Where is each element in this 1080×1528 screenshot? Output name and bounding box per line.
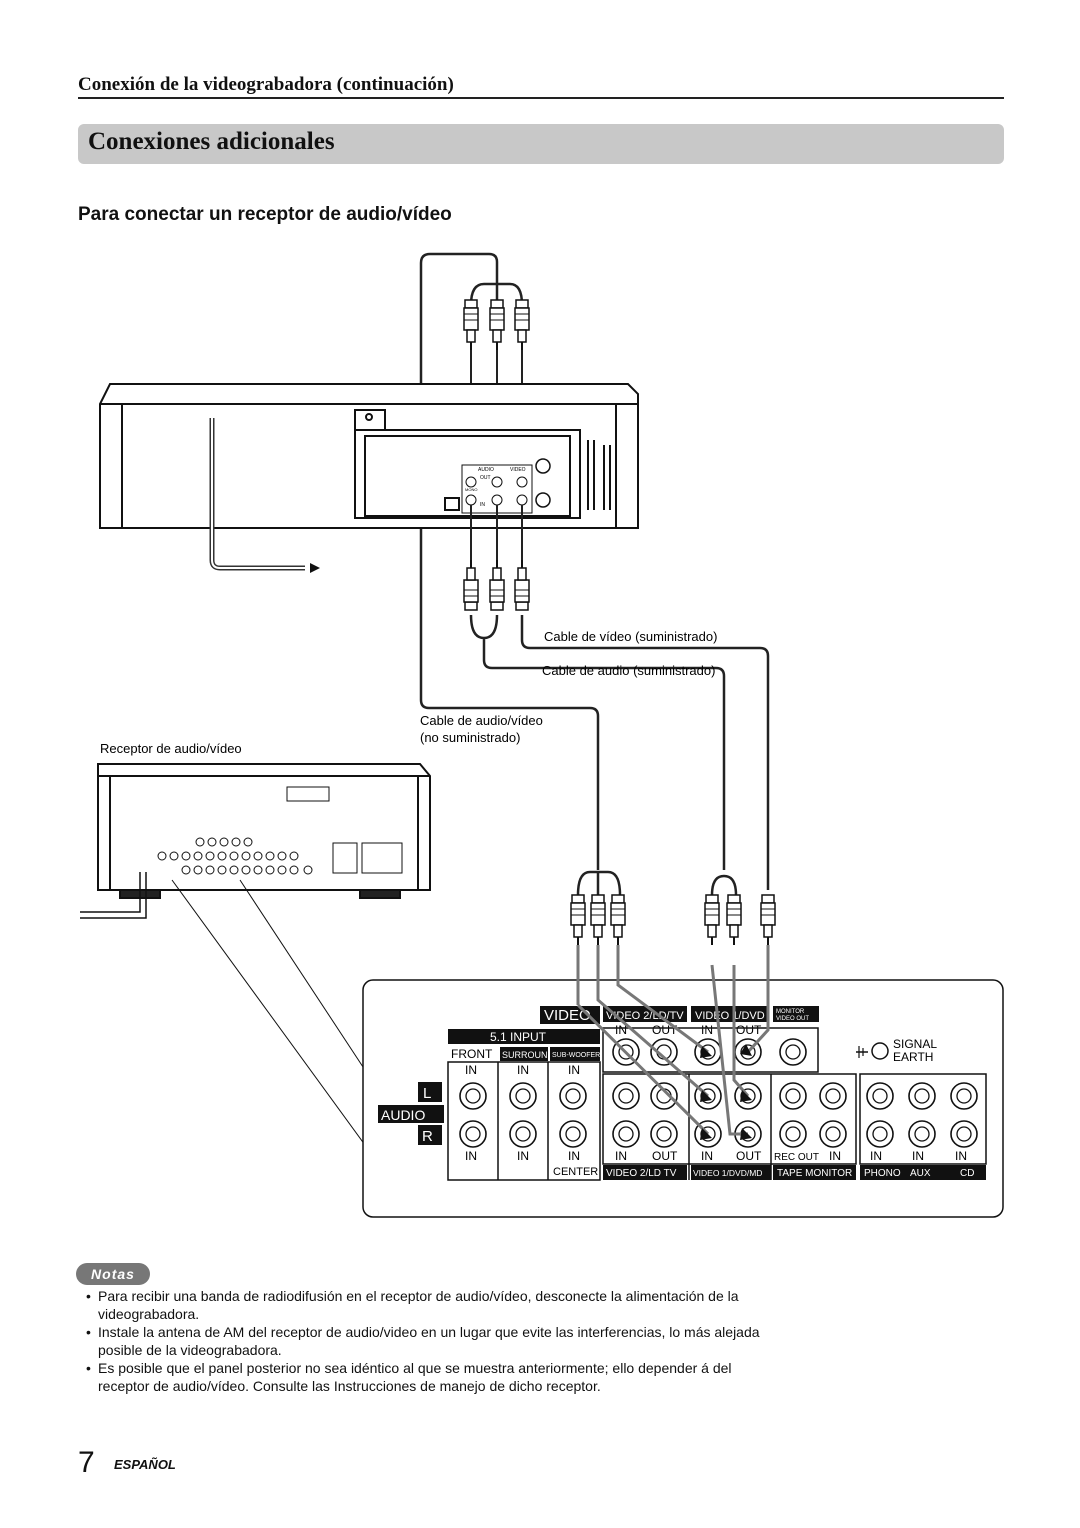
panel-aux: AUX <box>910 1168 931 1179</box>
panel-center-in: IN <box>568 1149 580 1163</box>
caption-video-cable: Cable de vídeo (suministrado) <box>544 629 717 644</box>
panel-surround-in-bottom: IN <box>517 1149 529 1163</box>
vcr-output-plugs <box>463 299 530 351</box>
vcr-in-label: IN <box>480 502 485 508</box>
panel-grid-v1-in: IN <box>701 1149 713 1163</box>
caption-av-cable-note: (no suministrado) <box>420 730 520 745</box>
subsection-title: Para conectar un receptor de audio/vídeo <box>78 204 452 225</box>
heading-rule <box>78 97 1004 99</box>
video-cable-supplied <box>520 615 770 890</box>
panel-grid-v1-out: OUT <box>736 1149 762 1163</box>
panel-aux-in: IN <box>912 1149 924 1163</box>
caption-av-cable: Cable de audio/vídeo <box>420 713 543 728</box>
panel-signal: SIGNAL <box>893 1037 937 1051</box>
language-label: ESPAÑOL <box>114 1457 176 1472</box>
panel-video1-header: VIDEO 1/DVD <box>695 1010 765 1022</box>
panel-front-in: IN <box>465 1063 477 1077</box>
vcr-mono-label: MONO <box>465 487 477 492</box>
vcr-input-plugs <box>463 559 530 611</box>
panel-video-out-header: VIDEO OUT <box>776 1016 809 1022</box>
vcr-rear <box>99 383 639 529</box>
section-heading: Conexión de la videograbadora (continuac… <box>78 74 454 95</box>
av-receiver-rear <box>80 763 431 1146</box>
panel-grid-v2-out: OUT <box>652 1149 678 1163</box>
note-item: •Instale la antena de AM del receptor de… <box>86 1324 760 1358</box>
av-cable-not-supplied <box>419 252 600 870</box>
panel-front-in-bottom: IN <box>465 1149 477 1163</box>
note-item: •Es posible que el panel posterior no se… <box>86 1360 732 1394</box>
receiver-plugs <box>570 894 776 946</box>
panel-grid-v2-in: IN <box>615 1149 627 1163</box>
panel-cd: CD <box>960 1168 974 1179</box>
panel-v1-out: OUT <box>736 1023 762 1037</box>
note-text: Es posible que el panel posterior no sea… <box>98 1360 732 1394</box>
page-number: 7 <box>78 1446 95 1479</box>
panel-51-input: 5.1 INPUT <box>490 1030 547 1044</box>
panel-surround-in: IN <box>517 1063 529 1077</box>
panel-audio-label: AUDIO <box>381 1107 425 1123</box>
panel-video-label: VIDEO <box>544 1007 591 1024</box>
caption-audio-cable: Cable de audio (suministrado) <box>542 663 715 678</box>
connection-diagram: AUDIO VIDEO OUT MONO IN Cable de vídeo (… <box>80 252 1004 1218</box>
panel-cd-in: IN <box>955 1149 967 1163</box>
notes-badge: Notas <box>76 1263 150 1285</box>
note-text: Instale la antena de AM del receptor de … <box>98 1324 760 1358</box>
vcr-jack-panel: AUDIO VIDEO OUT MONO IN <box>461 458 551 514</box>
note-item: •Para recibir una banda de radiodifusión… <box>86 1288 739 1322</box>
note-text: Para recibir una banda de radiodifusión … <box>98 1288 739 1322</box>
panel-front: FRONT <box>451 1047 493 1061</box>
panel-tape-in: IN <box>829 1149 841 1163</box>
panel-bottom-video2: VIDEO 2/LD TV <box>606 1168 677 1179</box>
panel-phono: PHONO <box>864 1168 901 1179</box>
panel-center: CENTER <box>553 1166 598 1178</box>
audio-cable-supplied <box>469 614 726 870</box>
signal-earth-terminal: SIGNAL EARTH <box>856 1037 937 1064</box>
panel-l-label: L <box>423 1085 431 1102</box>
panel-bottom-video1: VIDEO 1/DVD/MD <box>693 1168 762 1178</box>
vcr-audio-label: AUDIO <box>478 467 494 473</box>
page-title: Conexiones adicionales <box>88 128 335 155</box>
receiver-jacks-mini <box>157 837 313 875</box>
caption-receiver: Receptor de audio/vídeo <box>100 741 242 756</box>
panel-tape-monitor: TAPE MONITOR <box>777 1168 852 1179</box>
panel-subwoofer: SUB-WOOFER <box>552 1052 600 1059</box>
panel-r-label: R <box>422 1128 433 1145</box>
notes-list: •Para recibir una banda de radiodifusión… <box>86 1287 776 1395</box>
panel-v1-in: IN <box>701 1023 713 1037</box>
panel-earth: EARTH <box>893 1050 933 1064</box>
panel-sub-in: IN <box>568 1063 580 1077</box>
panel-v2-in: IN <box>615 1023 627 1037</box>
panel-surround: SURROUND <box>502 1050 555 1060</box>
panel-phono-in: IN <box>870 1149 882 1163</box>
vcr-out-label: OUT <box>480 475 491 481</box>
panel-rec-out: REC OUT <box>774 1152 819 1163</box>
panel-monitor-header: MONITOR <box>776 1009 805 1015</box>
vcr-video-label: VIDEO <box>510 467 526 473</box>
title-bar <box>78 124 1004 164</box>
